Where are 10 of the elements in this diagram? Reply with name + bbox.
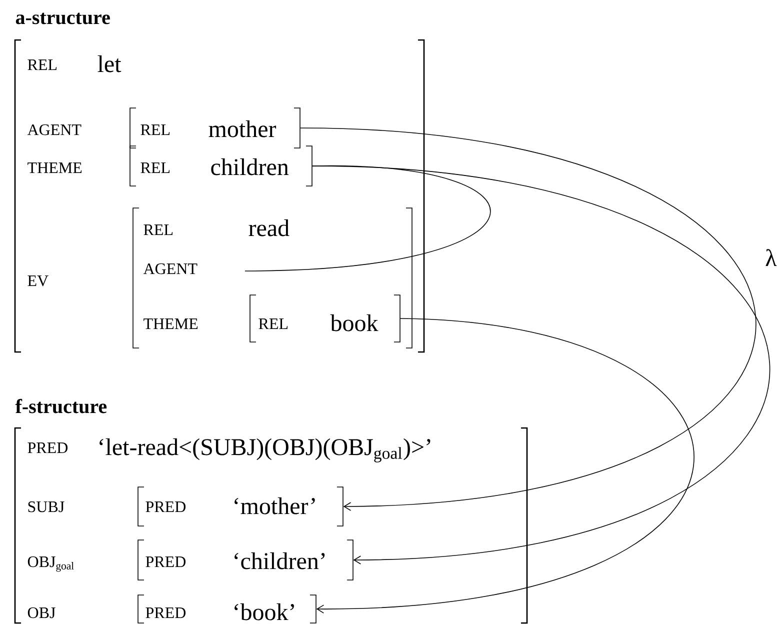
attribute-value-matrix: REL book xyxy=(250,294,400,342)
connector-curve xyxy=(244,166,490,272)
attribute-value-matrix: REL children xyxy=(130,146,312,186)
attribute-value-matrix: PRED ‘book’ xyxy=(138,594,316,624)
arrow xyxy=(316,318,694,614)
label: λ xyxy=(766,249,777,266)
attribute-value-matrix: PRED ‘mother’ xyxy=(138,486,344,526)
attribute-value-matrix: PRED ‘children’ xyxy=(138,540,354,580)
arrow xyxy=(300,128,756,511)
attribute-value-matrix: REL mother xyxy=(130,108,300,148)
